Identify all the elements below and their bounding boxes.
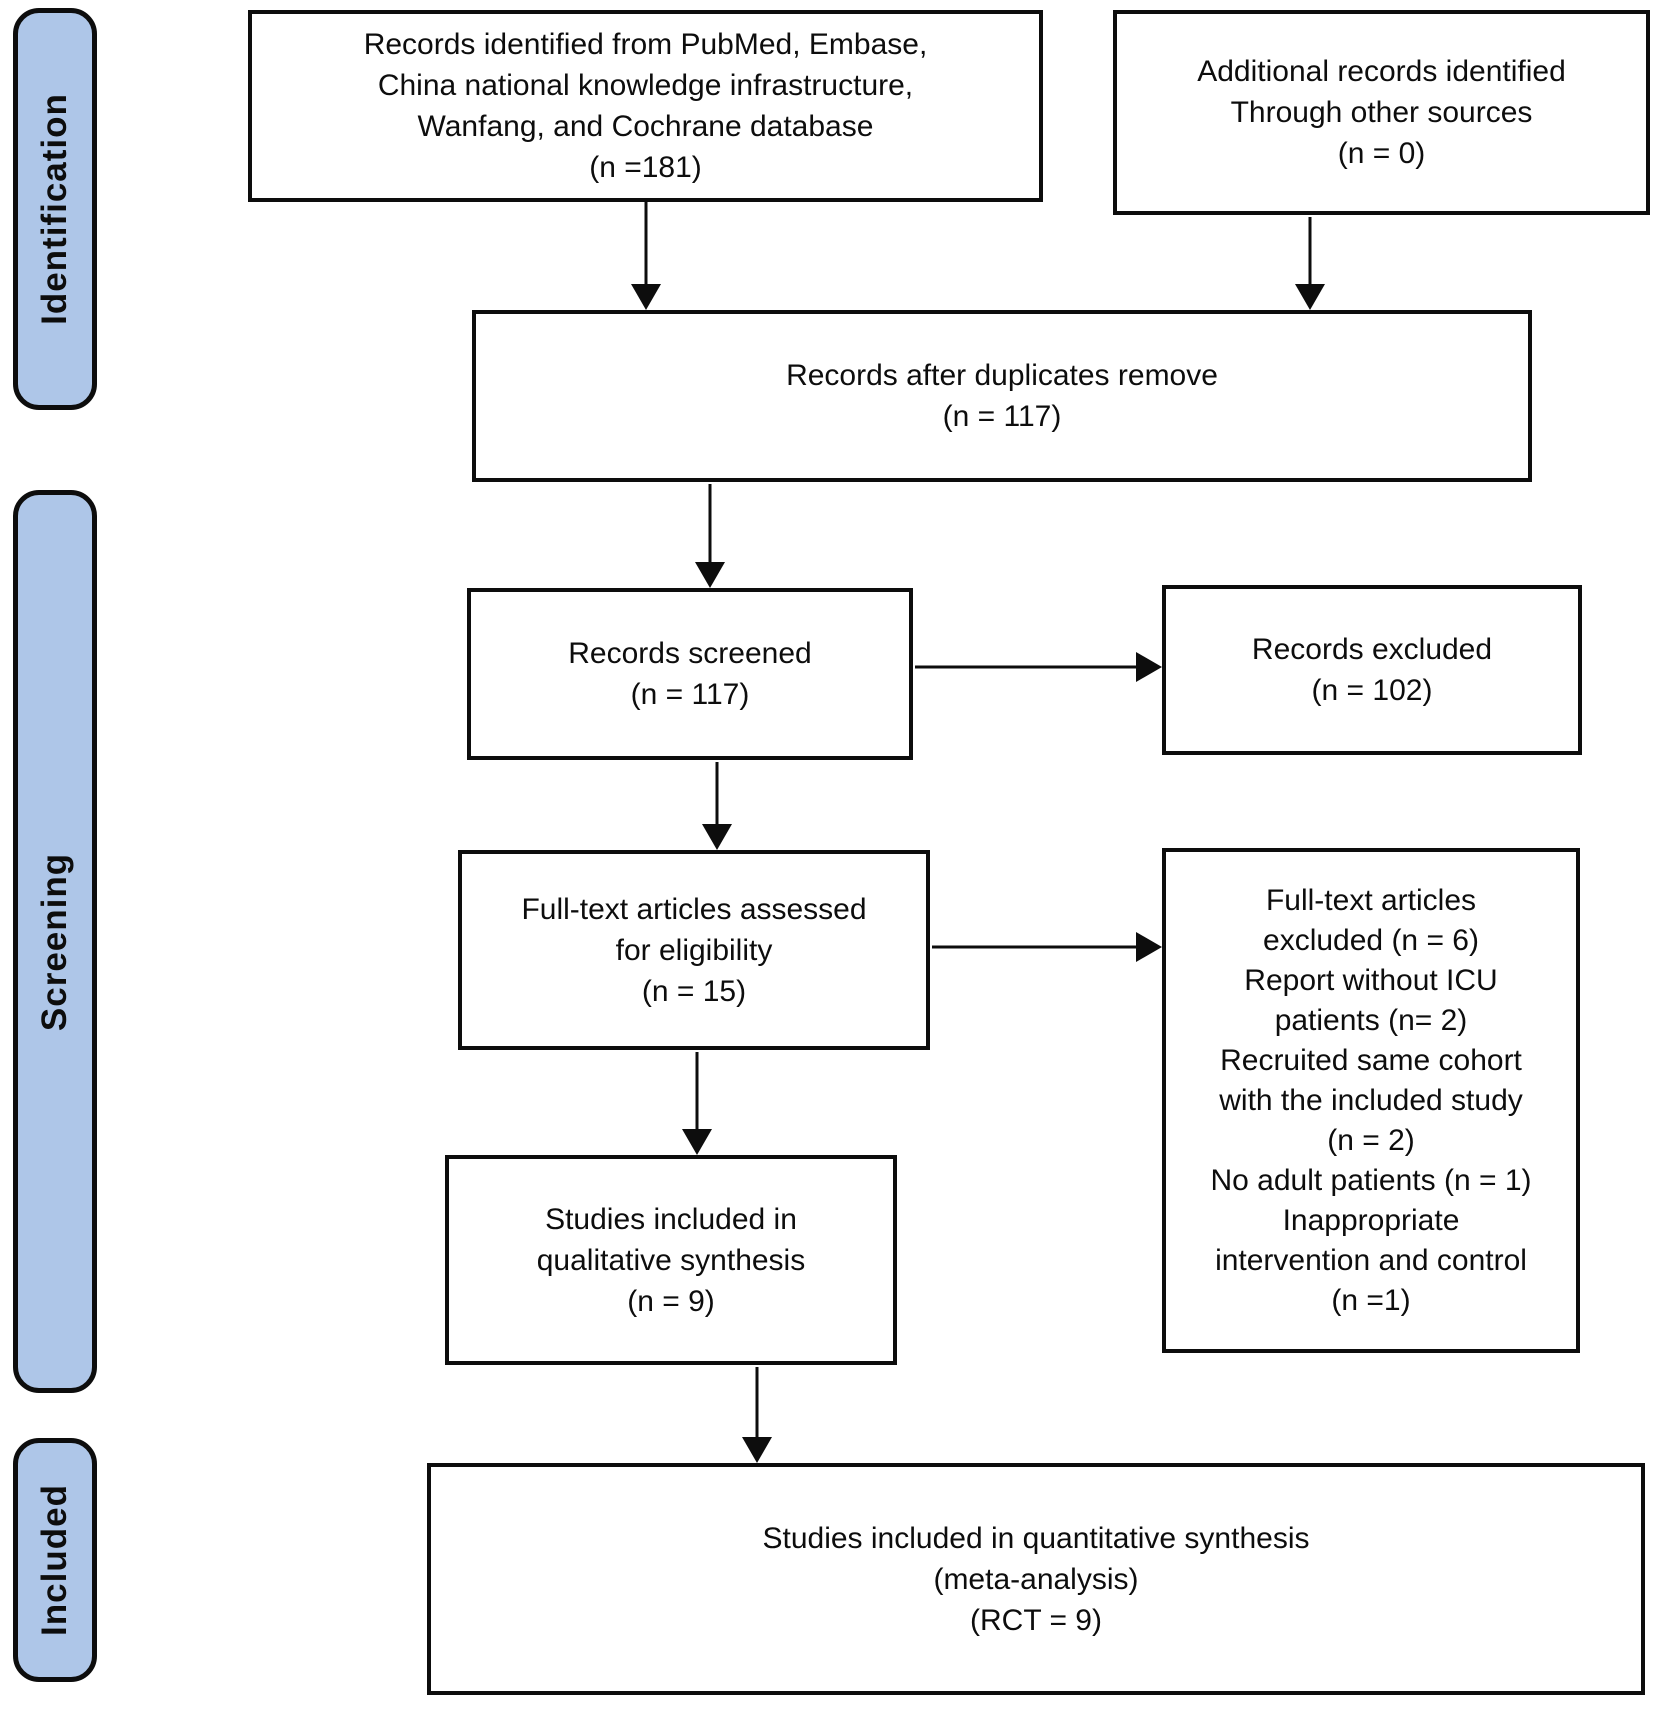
arrow-down-head-icon: [631, 284, 661, 310]
box-qualitative-synthesis: Studies included in qualitative synthesi…: [445, 1155, 897, 1365]
arrow-right-head-icon: [1136, 932, 1162, 962]
arrow-identified-to-duplicates: [631, 202, 661, 310]
arrow-screened-to-fulltext: [702, 762, 732, 850]
arrow-down-head-icon: [702, 824, 732, 850]
box-qualitative-synthesis-text: Studies included in qualitative synthesi…: [536, 1202, 806, 1318]
arrow-down-head-icon: [1295, 284, 1325, 310]
box-records-identified: Records identified from PubMed, Embase, …: [248, 10, 1043, 202]
arrow-shaft: [755, 1367, 759, 1439]
arrow-right-head-icon: [1136, 652, 1162, 682]
arrow-down-head-icon: [682, 1129, 712, 1155]
stage-label-identification-text: Identification: [35, 93, 74, 325]
arrow-shaft: [715, 762, 719, 826]
box-fulltext-assessed-text: Full-text articles assessed for eligibil…: [521, 892, 867, 1008]
arrow-duplicates-to-screened: [695, 484, 725, 588]
arrow-shaft: [915, 665, 1138, 669]
arrow-shaft: [708, 484, 712, 564]
box-records-excluded: Records excluded (n = 102): [1162, 585, 1582, 755]
stage-label-identification: Identification: [13, 8, 97, 410]
box-duplicates-removed: Records after duplicates remove (n = 117…: [472, 310, 1532, 482]
arrow-shaft: [1308, 217, 1312, 286]
arrow-screened-to-excluded: [915, 652, 1162, 682]
box-fulltext-excluded: Full-text articles excluded (n = 6) Repo…: [1162, 848, 1580, 1353]
arrow-down-head-icon: [695, 562, 725, 588]
stage-label-screening: Screening: [13, 490, 97, 1393]
stage-label-screening-text: Screening: [35, 852, 75, 1031]
arrow-additional-to-duplicates: [1295, 217, 1325, 310]
arrow-fulltext-to-excluded: [932, 932, 1162, 962]
box-quantitative-synthesis: Studies included in quantitative synthes…: [427, 1463, 1645, 1695]
box-fulltext-assessed: Full-text articles assessed for eligibil…: [458, 850, 930, 1050]
stage-label-included: Included: [13, 1438, 97, 1682]
box-records-screened: Records screened (n = 117): [467, 588, 913, 760]
box-duplicates-removed-text: Records after duplicates remove (n = 117…: [786, 359, 1218, 433]
arrow-shaft: [695, 1052, 699, 1131]
arrow-fulltext-to-qualitative: [682, 1052, 712, 1155]
box-records-excluded-text: Records excluded (n = 102): [1251, 633, 1493, 707]
arrow-down-head-icon: [742, 1437, 772, 1463]
box-records-identified-text: Records identified from PubMed, Embase, …: [363, 28, 928, 184]
arrow-qualitative-to-quantitative: [742, 1367, 772, 1463]
box-quantitative-synthesis-text: Studies included in quantitative synthes…: [762, 1521, 1310, 1637]
box-fulltext-excluded-text: Full-text articles excluded (n = 6) Repo…: [1210, 883, 1532, 1317]
box-records-screened-text: Records screened (n = 117): [568, 637, 812, 711]
box-additional-records: Additional records identified Through ot…: [1113, 10, 1650, 215]
stage-label-included-text: Included: [35, 1484, 74, 1636]
arrow-shaft: [644, 202, 648, 286]
box-additional-records-text: Additional records identified Through ot…: [1197, 55, 1566, 170]
arrow-shaft: [932, 945, 1138, 949]
